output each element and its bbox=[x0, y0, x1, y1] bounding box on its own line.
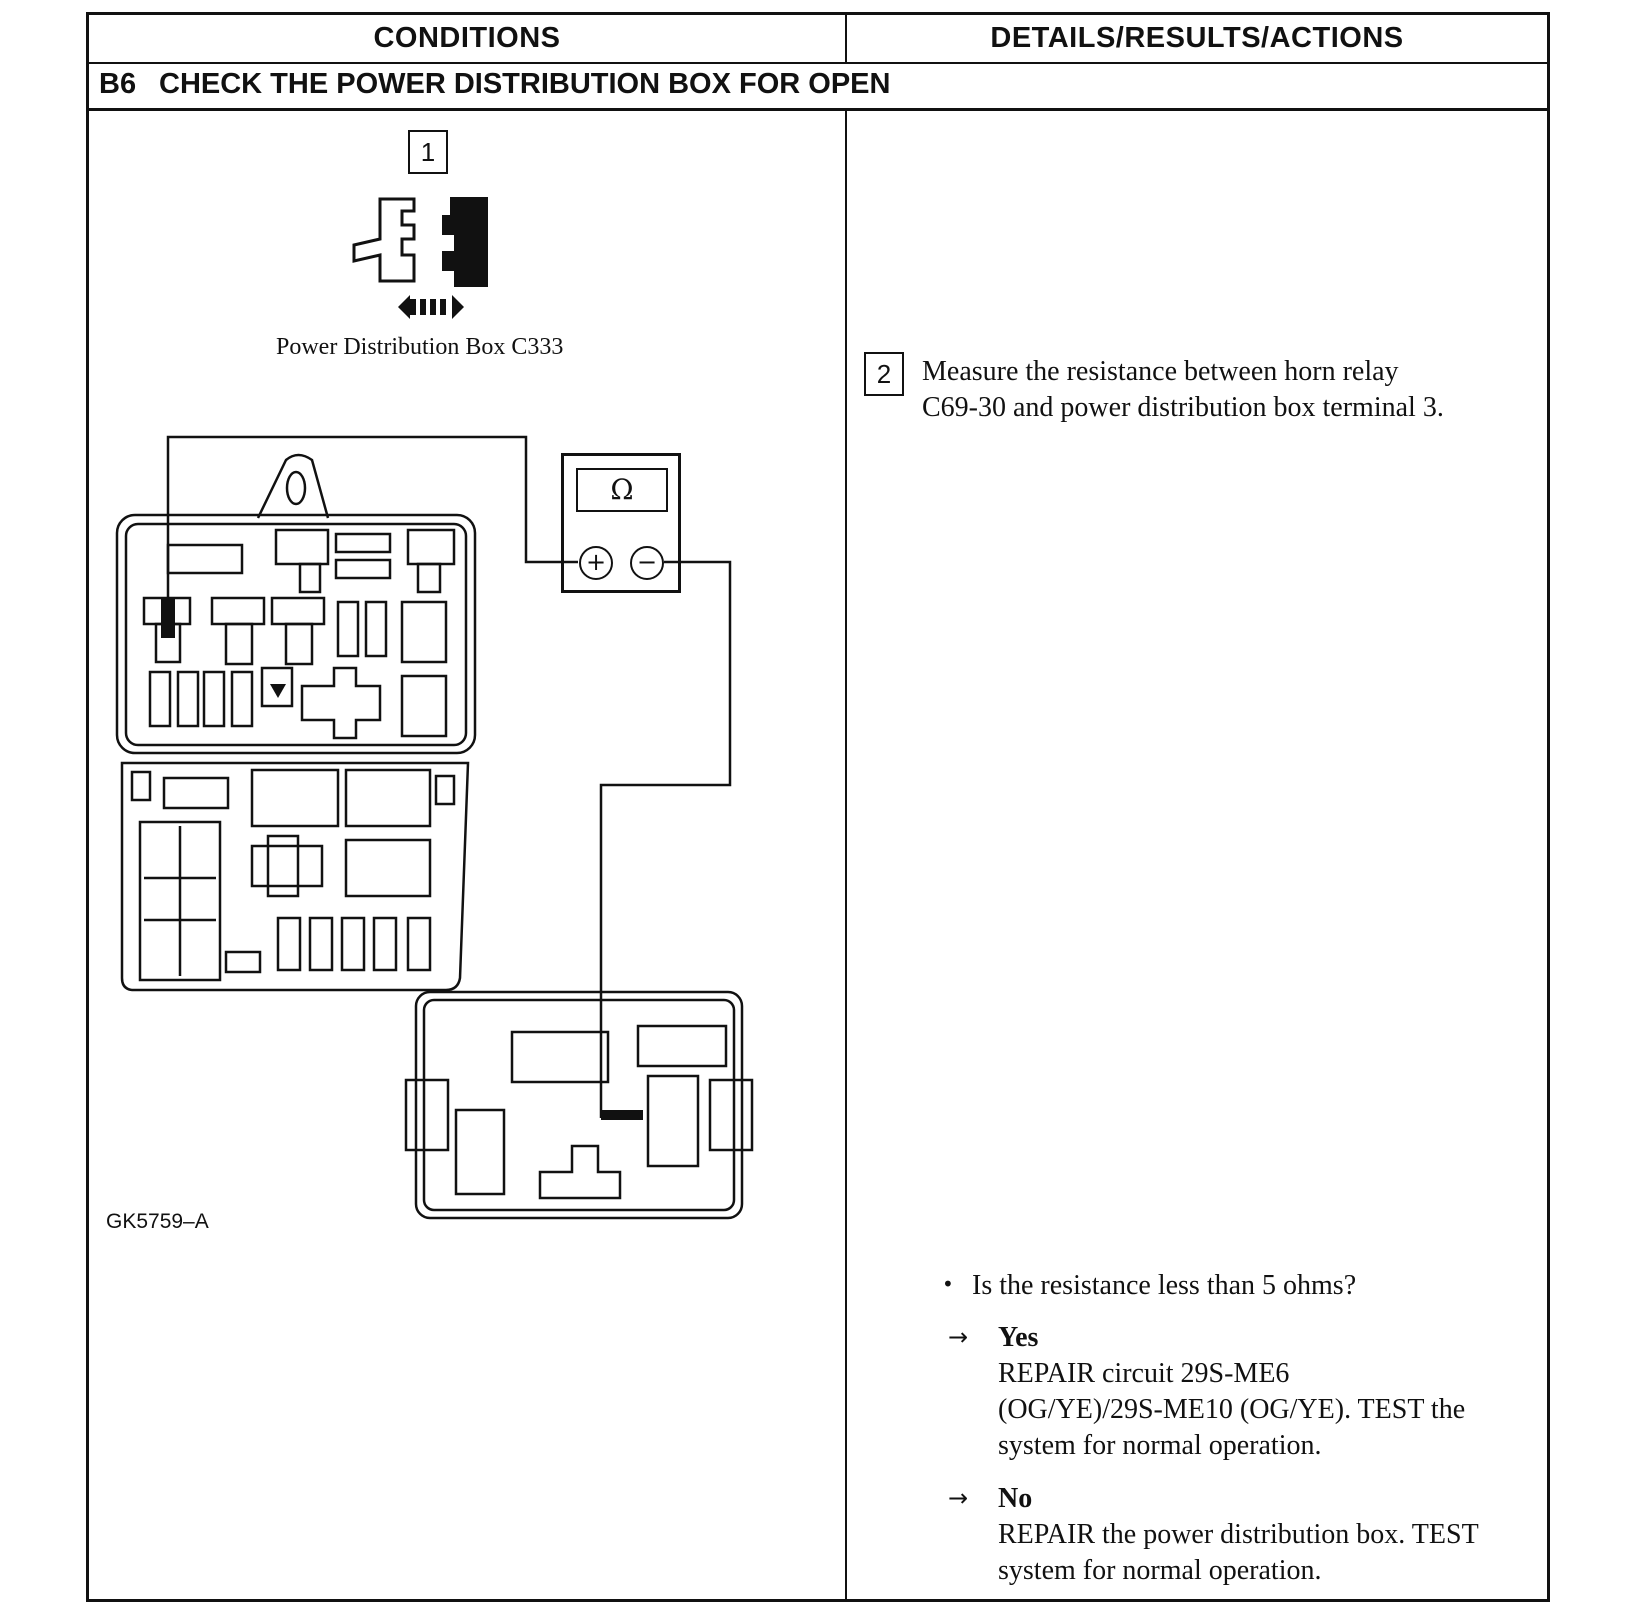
upper-fuse-box bbox=[115, 453, 477, 755]
meter-minus-terminal: − bbox=[630, 546, 664, 580]
yes-line1: REPAIR circuit 29S-ME6 bbox=[998, 1358, 1290, 1389]
junction-box bbox=[404, 990, 754, 1220]
minus-sign: − bbox=[636, 548, 658, 576]
yes-label: Yes bbox=[998, 1322, 1039, 1353]
connector-disconnect-icon bbox=[352, 197, 488, 319]
lower-fuse-panel bbox=[120, 761, 470, 992]
conditions-header: CONDITIONS bbox=[89, 15, 847, 62]
step-title: CHECK THE POWER DISTRIBUTION BOX FOR OPE… bbox=[159, 68, 891, 100]
no-line2: system for normal operation. bbox=[998, 1555, 1322, 1586]
question-text: Is the resistance less than 5 ohms? bbox=[972, 1270, 1357, 1301]
yes-line2: (OG/YE)/29S-ME10 (OG/YE). TEST the bbox=[998, 1394, 1466, 1425]
step1-number-box: 1 bbox=[408, 130, 448, 174]
ohm-symbol: Ω bbox=[610, 473, 634, 506]
connector-caption: Power Distribution Box C333 bbox=[276, 334, 564, 360]
no-line1: REPAIR the power distribution box. TEST bbox=[998, 1519, 1479, 1550]
figure-id: GK5759–A bbox=[106, 1210, 209, 1233]
ohmmeter: Ω + − bbox=[561, 453, 681, 593]
yes-line3: system for normal operation. bbox=[998, 1430, 1322, 1461]
procedure-table: CONDITIONS DETAILS/RESULTS/ACTIONS B6 CH… bbox=[86, 12, 1550, 1602]
step2-number-box: 2 bbox=[864, 352, 904, 396]
step-id: B6 bbox=[99, 68, 137, 100]
step2-line2: C69-30 and power distribution box termin… bbox=[922, 392, 1444, 423]
table-header: CONDITIONS DETAILS/RESULTS/ACTIONS bbox=[89, 15, 1547, 64]
no-label: No bbox=[998, 1483, 1033, 1514]
step2-line1: Measure the resistance between horn rela… bbox=[922, 356, 1399, 387]
column-divider bbox=[845, 109, 847, 1601]
question-bullet: • bbox=[942, 1272, 954, 1296]
yes-arrow-icon: → bbox=[948, 1323, 969, 1351]
meter-plus-terminal: + bbox=[579, 546, 613, 580]
meter-display: Ω bbox=[576, 468, 668, 512]
details-header: DETAILS/RESULTS/ACTIONS bbox=[990, 22, 1404, 54]
no-arrow-icon: → bbox=[948, 1484, 969, 1512]
plus-sign: + bbox=[585, 548, 607, 576]
step-title-row: B6 CHECK THE POWER DISTRIBUTION BOX FOR … bbox=[89, 62, 1547, 111]
